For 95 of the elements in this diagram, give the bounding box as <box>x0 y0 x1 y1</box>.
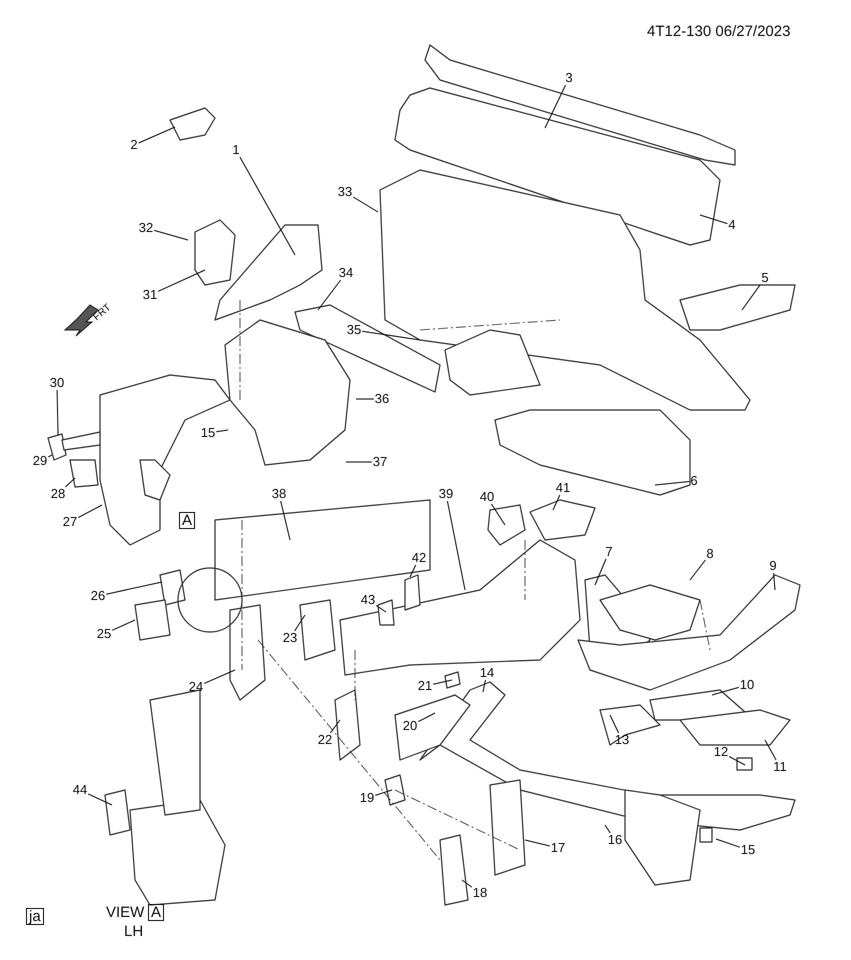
callout-number: 9 <box>768 559 778 573</box>
leader-line <box>56 390 58 436</box>
leader-line <box>158 270 206 292</box>
callout-number: 41 <box>554 481 572 495</box>
leader-line <box>374 790 392 796</box>
callout-number: 23 <box>282 631 298 645</box>
callout-number: 22 <box>316 733 334 747</box>
callout-number: 7 <box>604 545 614 559</box>
callout-number: 20 <box>402 719 418 733</box>
callout-number: 24 <box>188 680 204 694</box>
drawing-number: 4T12-130 06/27/2023 <box>647 24 790 40</box>
code-label: ja <box>26 908 44 925</box>
leader-line <box>318 280 342 310</box>
leader-line <box>352 196 378 212</box>
leader-line <box>690 560 706 580</box>
leader-line <box>482 680 486 692</box>
leader-line <box>604 824 611 834</box>
callout-number: 1 <box>231 143 241 157</box>
leader-line <box>432 680 452 685</box>
leader-line <box>552 494 560 510</box>
callout-number: 40 <box>478 490 496 504</box>
callout-number: 11 <box>772 760 788 774</box>
leader-line <box>48 454 52 458</box>
callout-number: 6 <box>689 474 699 488</box>
callout-number: 26 <box>90 589 106 603</box>
callout-number: 2 <box>129 138 139 152</box>
leader-line <box>138 126 176 144</box>
callout-number: 29 <box>32 454 48 468</box>
callout-number: 10 <box>738 678 756 692</box>
leader-line <box>362 330 420 340</box>
leader-line <box>654 481 690 486</box>
callout-number: 4 <box>727 218 737 232</box>
callout-number: 8 <box>705 547 715 561</box>
view-subtitle: LH <box>124 924 144 940</box>
leader-line <box>280 500 290 540</box>
leader-line <box>216 430 228 432</box>
callout-number: 5 <box>760 271 770 285</box>
leader-line <box>700 214 728 224</box>
leader-line <box>446 500 466 590</box>
leader-line <box>294 614 306 632</box>
leader-line <box>773 572 776 590</box>
callout-number: 36 <box>374 392 390 406</box>
leader-line <box>64 478 76 488</box>
leader-line <box>544 84 566 128</box>
callout-number: 44 <box>72 783 88 797</box>
leader-line <box>154 230 188 240</box>
leader-line <box>610 714 620 734</box>
callout-number: 38 <box>270 487 288 501</box>
leader-line <box>728 756 746 766</box>
leader-line <box>462 880 472 888</box>
leader-line <box>712 686 740 696</box>
leader-line <box>239 156 296 256</box>
leader-line <box>410 564 416 578</box>
callout-number: 3 <box>564 71 574 85</box>
callout-number: 28 <box>50 487 66 501</box>
view-marker: A <box>179 512 196 529</box>
leader-line <box>204 670 236 684</box>
callout-number: 37 <box>372 455 388 469</box>
leader-line <box>594 558 606 586</box>
callout-number: 21 <box>416 679 434 693</box>
callout-number: 17 <box>550 841 566 855</box>
callout-number: 33 <box>336 185 354 199</box>
callout-number: 18 <box>472 886 488 900</box>
leader-line <box>764 740 777 760</box>
callout-number: 34 <box>338 266 354 280</box>
callout-number: 32 <box>138 221 154 235</box>
leader-line <box>356 398 374 400</box>
leader-line <box>78 504 102 518</box>
callout-number: 13 <box>614 733 630 747</box>
callout-number: 12 <box>712 745 730 759</box>
view-marker: A <box>148 904 164 921</box>
callout-number: 14 <box>478 666 496 680</box>
callout-number: 35 <box>346 323 362 337</box>
callout-number: 16 <box>606 833 624 847</box>
callout-number: 31 <box>142 288 158 302</box>
view-title: VIEW <box>106 905 144 921</box>
leader-line <box>491 504 506 526</box>
leader-line <box>376 605 386 612</box>
leader-line <box>88 793 112 806</box>
leader-line <box>112 620 136 631</box>
leader-line <box>330 720 340 734</box>
callout-number: 15 <box>740 843 756 857</box>
callout-number: 25 <box>96 627 112 641</box>
leader-line <box>742 284 761 310</box>
callout-number: 30 <box>48 376 66 390</box>
callout-number: 19 <box>358 791 376 805</box>
leader-line <box>106 582 162 595</box>
callout-number: 27 <box>62 515 78 529</box>
callout-number: 15 <box>200 426 216 440</box>
callout-number: 39 <box>438 487 454 501</box>
callout-number: 42 <box>410 551 428 565</box>
callout-number: 43 <box>360 593 376 607</box>
leader-line <box>524 840 550 846</box>
leader-line <box>716 838 740 848</box>
leader-line <box>418 712 436 722</box>
